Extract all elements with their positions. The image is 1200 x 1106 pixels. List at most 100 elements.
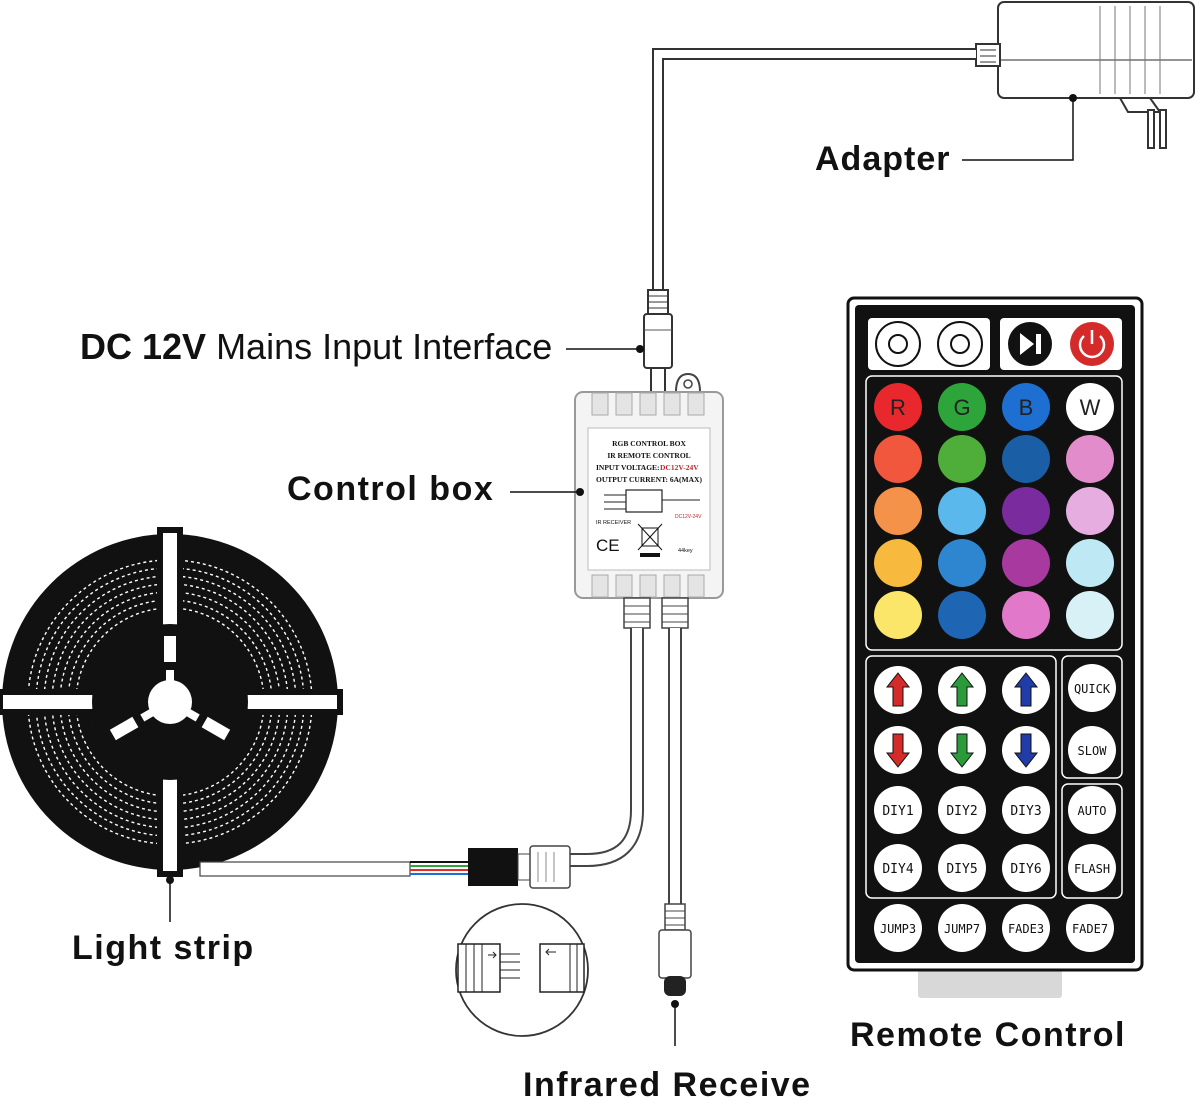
color-button[interactable]	[938, 539, 986, 587]
color-button[interactable]	[938, 487, 986, 535]
circuit-icon	[625, 489, 663, 513]
color-button[interactable]	[1002, 487, 1050, 535]
color-button[interactable]	[1066, 435, 1114, 483]
ce-mark: CE	[596, 536, 620, 555]
effect-button-label: JUMP3	[880, 922, 916, 936]
color-button[interactable]	[1002, 539, 1050, 587]
weee-bin-icon	[637, 523, 663, 557]
box-line4: OUTPUT CURRENT: 6A(MAX)	[596, 475, 702, 484]
adapter-illustration	[975, 1, 1195, 149]
color-button[interactable]	[874, 591, 922, 639]
mode-button[interactable]	[1068, 844, 1116, 892]
speed-button[interactable]	[1068, 664, 1116, 712]
color-button-label: R	[890, 395, 906, 420]
color-button[interactable]	[874, 487, 922, 535]
diy-button[interactable]	[1002, 844, 1050, 892]
color-button-label: G	[953, 395, 970, 420]
color-button[interactable]	[874, 539, 922, 587]
mode-button[interactable]	[1068, 786, 1116, 834]
color-button[interactable]	[874, 435, 922, 483]
arrow-up-icon	[885, 672, 911, 707]
diy-button[interactable]	[938, 844, 986, 892]
color-button[interactable]	[1002, 435, 1050, 483]
effect-button-label: JUMP7	[944, 922, 980, 936]
speed-button-label: QUICK	[1074, 682, 1111, 696]
brightness-down-button[interactable]	[875, 321, 921, 367]
brightness-up-button[interactable]	[937, 321, 983, 367]
arrow-down-icon	[949, 733, 975, 768]
speed-button-group: QUICK SLOW	[1068, 664, 1116, 774]
color-button-label: W	[1080, 395, 1101, 420]
effect-button[interactable]	[874, 904, 922, 952]
color-button[interactable]	[1066, 487, 1114, 535]
diy-button-label: DIY1	[882, 804, 913, 819]
arrow-down-icon	[1013, 733, 1039, 768]
ir-receiver-plug	[658, 903, 692, 996]
arrow-button-grid	[874, 666, 1050, 774]
mode-button-label: AUTO	[1078, 804, 1107, 818]
light-strip-label: Light strip	[72, 929, 255, 967]
effect-button[interactable]	[1066, 904, 1114, 952]
play-pause-icon	[1020, 333, 1034, 355]
mode-button-label: FLASH	[1074, 862, 1110, 876]
light-strip-reel	[0, 527, 343, 877]
output-cables	[570, 597, 689, 906]
dc-voltage-text: DC 12V	[80, 326, 207, 367]
arrow-up-icon	[949, 672, 975, 707]
color-button[interactable]	[1066, 383, 1114, 431]
box-small-voltage: DC12V-24V	[675, 514, 702, 520]
dc-jack	[643, 289, 673, 397]
effect-button-label: FADE3	[1008, 922, 1044, 936]
color-button[interactable]	[1002, 591, 1050, 639]
box-line2: IR REMOTE CONTROL	[607, 451, 690, 460]
box-key-count: 44key	[678, 548, 693, 554]
effect-button[interactable]	[1002, 904, 1050, 952]
diy-button-label: DIY6	[1010, 862, 1041, 877]
box-ir-receiver: IR RECEIVER	[596, 520, 631, 526]
diy-button-label: DIY2	[946, 804, 977, 819]
connector-detail-inset	[455, 903, 589, 1037]
color-button[interactable]	[1002, 383, 1050, 431]
arrow-up-icon	[1013, 672, 1039, 707]
box-line3-label: INPUT VOLTAGE:	[596, 463, 660, 472]
diy-button-label: DIY3	[1010, 804, 1041, 819]
adapter-leader-line	[962, 98, 1074, 161]
brightness-up-icon	[950, 334, 970, 354]
diy-button[interactable]	[938, 786, 986, 834]
color-button[interactable]	[938, 591, 986, 639]
color-button[interactable]	[874, 383, 922, 431]
power-icon	[1078, 335, 1106, 359]
color-button[interactable]	[938, 435, 986, 483]
dc-interface-text: Mains Input Interface	[206, 326, 553, 367]
color-button[interactable]	[1066, 591, 1114, 639]
speed-button[interactable]	[1068, 726, 1116, 774]
infrared-receive-label: Infrared Receive	[523, 1066, 812, 1104]
color-button[interactable]	[938, 383, 986, 431]
diy-button[interactable]	[874, 844, 922, 892]
box-line3-value: DC12V-24V	[660, 463, 699, 472]
diy-button-label: DIY4	[882, 862, 913, 877]
control-box-illustration: RGB CONTROL BOX IR REMOTE CONTROL INPUT …	[574, 372, 724, 599]
box-line1: RGB CONTROL BOX	[612, 439, 686, 448]
effect-button-row: JUMP3 JUMP7 FADE3 FADE7	[874, 904, 1114, 952]
mode-button-group: AUTO FLASH	[1068, 786, 1116, 892]
effect-button[interactable]	[938, 904, 986, 952]
adapter-label: Adapter	[815, 140, 951, 178]
color-button-label: B	[1019, 395, 1034, 420]
diy-button[interactable]	[874, 786, 922, 834]
effect-button-label: FADE7	[1072, 922, 1108, 936]
control-box-label: Control box	[287, 470, 495, 508]
brightness-down-icon	[888, 334, 908, 354]
rgb-connector	[199, 845, 571, 889]
dc-input-label: DC 12V Mains Input Interface	[80, 329, 552, 365]
arrow-down-icon	[885, 733, 911, 768]
remote-control-label: Remote Control	[850, 1016, 1126, 1054]
color-button[interactable]	[1066, 539, 1114, 587]
speed-button-label: SLOW	[1078, 744, 1108, 758]
diy-button[interactable]	[1002, 786, 1050, 834]
diy-button-label: DIY5	[946, 862, 977, 877]
